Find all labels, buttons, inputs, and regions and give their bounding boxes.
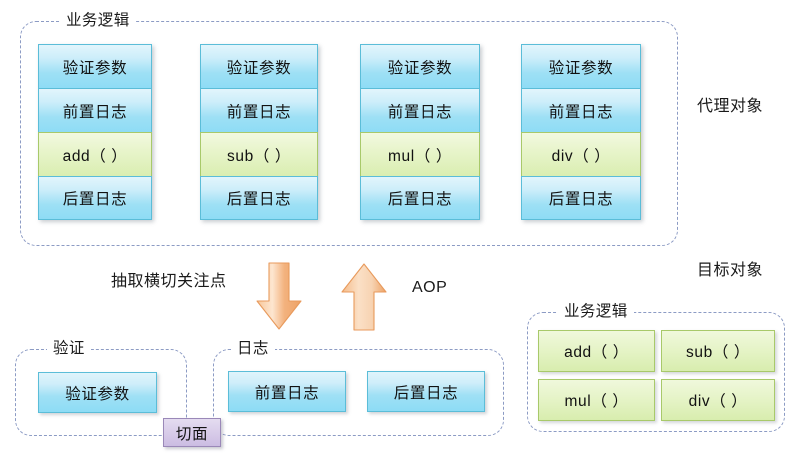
target-group-label: 业务逻辑: [558, 303, 634, 321]
target-method-add: add（ ）: [538, 330, 655, 372]
proxy-object-side-label: 代理对象: [697, 98, 764, 115]
aop-up-arrow: [338, 261, 390, 333]
proxy-cell-validate-params: 验证参数: [38, 44, 152, 89]
proxy-cell-before-log: 前置日志: [38, 88, 152, 133]
target-object-side-label: 目标对象: [697, 262, 764, 279]
logging-item-after-log: 后置日志: [367, 371, 485, 412]
target-object-group: [527, 312, 785, 432]
extract-crosscutting-label: 抽取横切关注点: [111, 273, 227, 290]
validation-item-validate-params: 验证参数: [38, 372, 157, 413]
logging-group: [213, 349, 504, 436]
proxy-cell-before-log: 前置日志: [200, 88, 318, 133]
proxy-cell-after-log: 后置日志: [200, 176, 318, 220]
proxy-cell-validate-params: 验证参数: [521, 44, 641, 89]
proxy-cell-before-log: 前置日志: [521, 88, 641, 133]
proxy-cell-after-log: 后置日志: [360, 176, 480, 220]
proxy-group-label: 业务逻辑: [60, 12, 136, 30]
proxy-cell-method: div（ ）: [521, 132, 641, 177]
proxy-object-group: [20, 21, 678, 246]
validation-group: [15, 349, 187, 436]
target-method-mul: mul（ ）: [538, 379, 655, 421]
proxy-cell-method: sub（ ）: [200, 132, 318, 177]
logging-group-label: 日志: [231, 340, 275, 358]
proxy-column-mul: 验证参数 前置日志 mul（ ） 后置日志: [360, 44, 480, 220]
proxy-cell-validate-params: 验证参数: [200, 44, 318, 89]
validation-group-label: 验证: [47, 340, 91, 358]
proxy-cell-after-log: 后置日志: [38, 176, 152, 220]
logging-item-before-log: 前置日志: [228, 371, 346, 412]
target-method-div: div（ ）: [661, 379, 775, 421]
aop-label: AOP: [412, 279, 448, 296]
proxy-column-sub: 验证参数 前置日志 sub（ ） 后置日志: [200, 44, 318, 220]
target-method-sub: sub（ ）: [661, 330, 775, 372]
proxy-cell-method: mul（ ）: [360, 132, 480, 177]
proxy-column-add: 验证参数 前置日志 add（ ） 后置日志: [38, 44, 152, 220]
proxy-column-div: 验证参数 前置日志 div（ ） 后置日志: [521, 44, 641, 220]
proxy-cell-method: add（ ）: [38, 132, 152, 177]
extract-down-arrow: [253, 261, 305, 333]
proxy-cell-after-log: 后置日志: [521, 176, 641, 220]
proxy-cell-validate-params: 验证参数: [360, 44, 480, 89]
proxy-cell-before-log: 前置日志: [360, 88, 480, 133]
aspect-badge: 切面: [163, 418, 221, 447]
